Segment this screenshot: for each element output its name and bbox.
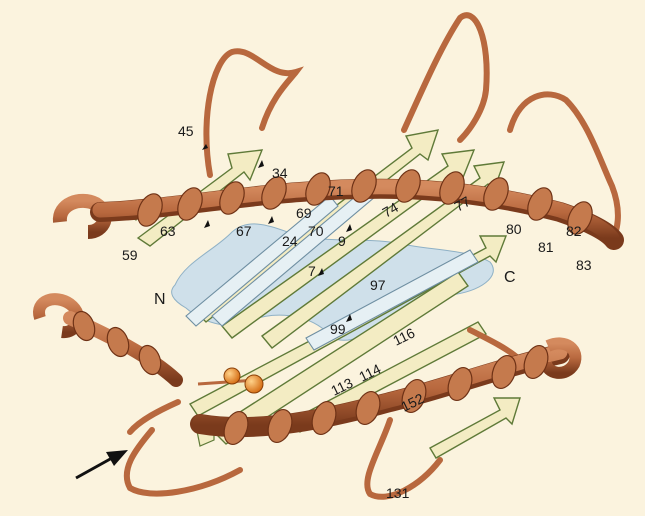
n-terminus-label: N [154,291,166,308]
sulfur-atom [224,368,240,384]
residue-label: 82 [566,223,582,239]
residue-label: 24 [282,233,298,249]
residue-label: 99 [330,321,346,337]
sulfur-atom [245,375,263,393]
residue-label: 59 [122,247,138,263]
c-terminus-label: C [504,269,516,286]
residue-label: 70 [308,223,324,239]
residue-label: 7 [308,263,316,279]
residue-label: 80 [506,221,522,237]
residue-label: 67 [236,223,252,239]
residue-label: 45 [178,123,194,139]
residue-label: 71 [328,183,344,199]
residue-label: 63 [160,223,176,239]
residue-label: 9 [338,233,346,249]
residue-label: 83 [576,257,592,273]
residue-label: 81 [538,239,554,255]
residue-label: 69 [296,205,312,221]
residue-label: 131 [386,485,410,501]
residue-label: 97 [370,277,386,293]
residue-label: 34 [272,165,288,181]
